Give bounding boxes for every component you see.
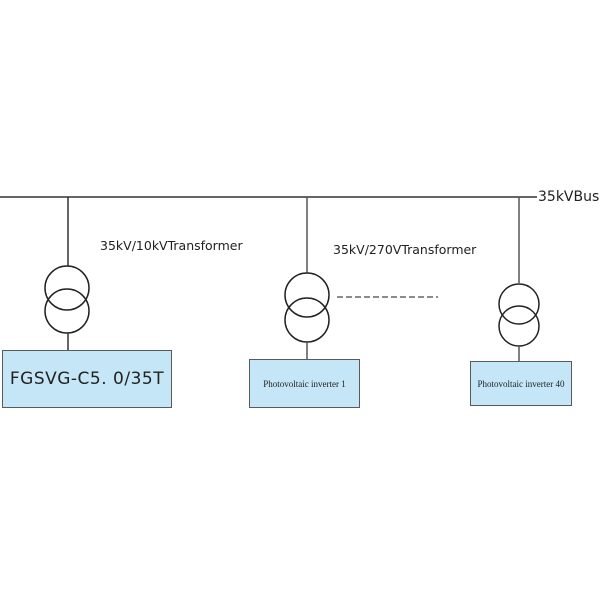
transformer-1-secondary-winding <box>44 288 90 334</box>
pv-inverter-40-box: Photovoltaic inverter 40 <box>470 361 572 406</box>
transformer-3-secondary-winding <box>498 305 540 347</box>
svg-device-box: FGSVG-C5. 0/35T <box>2 350 172 408</box>
transformer-1-label: 35kV/10kVTransformer <box>100 238 243 253</box>
transformer-1-primary-winding <box>44 265 90 311</box>
transformer-2-primary-winding <box>284 272 330 318</box>
pv-inverter-1-box: Photovoltaic inverter 1 <box>249 359 360 408</box>
pv-inverter-1-label: Photovoltaic inverter 1 <box>263 378 346 389</box>
transformer-2-secondary-winding <box>284 297 330 343</box>
pv-inverter-40-label: Photovoltaic inverter 40 <box>477 378 565 389</box>
bus-label: 35kVBus <box>538 189 600 205</box>
transformer-2-label: 35kV/270VTransformer <box>333 242 477 257</box>
svg-device-label: FGSVG-C5. 0/35T <box>9 369 165 389</box>
transformer-3-primary-winding <box>498 283 540 325</box>
